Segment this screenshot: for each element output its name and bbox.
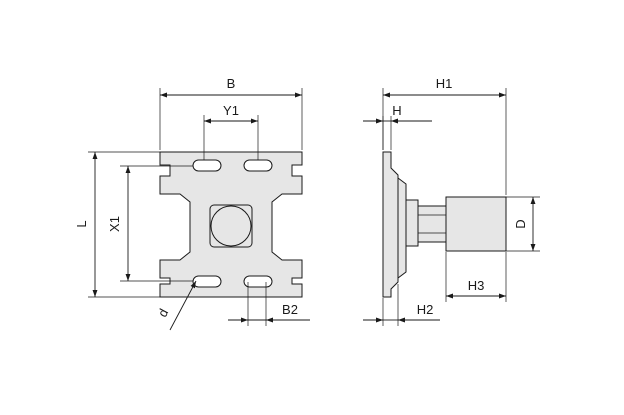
side-plate — [382, 151, 399, 298]
label-H: H — [392, 103, 401, 118]
slot-bottom-left — [192, 275, 222, 288]
label-H1: H1 — [436, 76, 453, 91]
center-bore — [210, 205, 252, 247]
label-H3: H3 — [468, 278, 485, 293]
label-X1: X1 — [107, 216, 122, 232]
label-B: B — [227, 76, 236, 91]
side-dimensions — [363, 88, 540, 326]
side-rib — [397, 177, 407, 279]
slot-top-left — [192, 159, 222, 172]
front-view — [159, 151, 303, 298]
label-L: L — [74, 220, 89, 227]
label-Y1: Y1 — [223, 103, 239, 118]
side-view — [382, 151, 507, 298]
side-hub — [405, 199, 419, 247]
label-d: d — [155, 306, 172, 319]
suction-cup — [445, 196, 507, 252]
label-B2: B2 — [282, 302, 298, 317]
label-H2: H2 — [417, 302, 434, 317]
slot-top-right — [243, 159, 273, 172]
side-neck — [417, 205, 447, 243]
slot-bottom-right — [243, 275, 273, 288]
front-dimensions — [88, 88, 310, 331]
label-D: D — [513, 219, 528, 228]
